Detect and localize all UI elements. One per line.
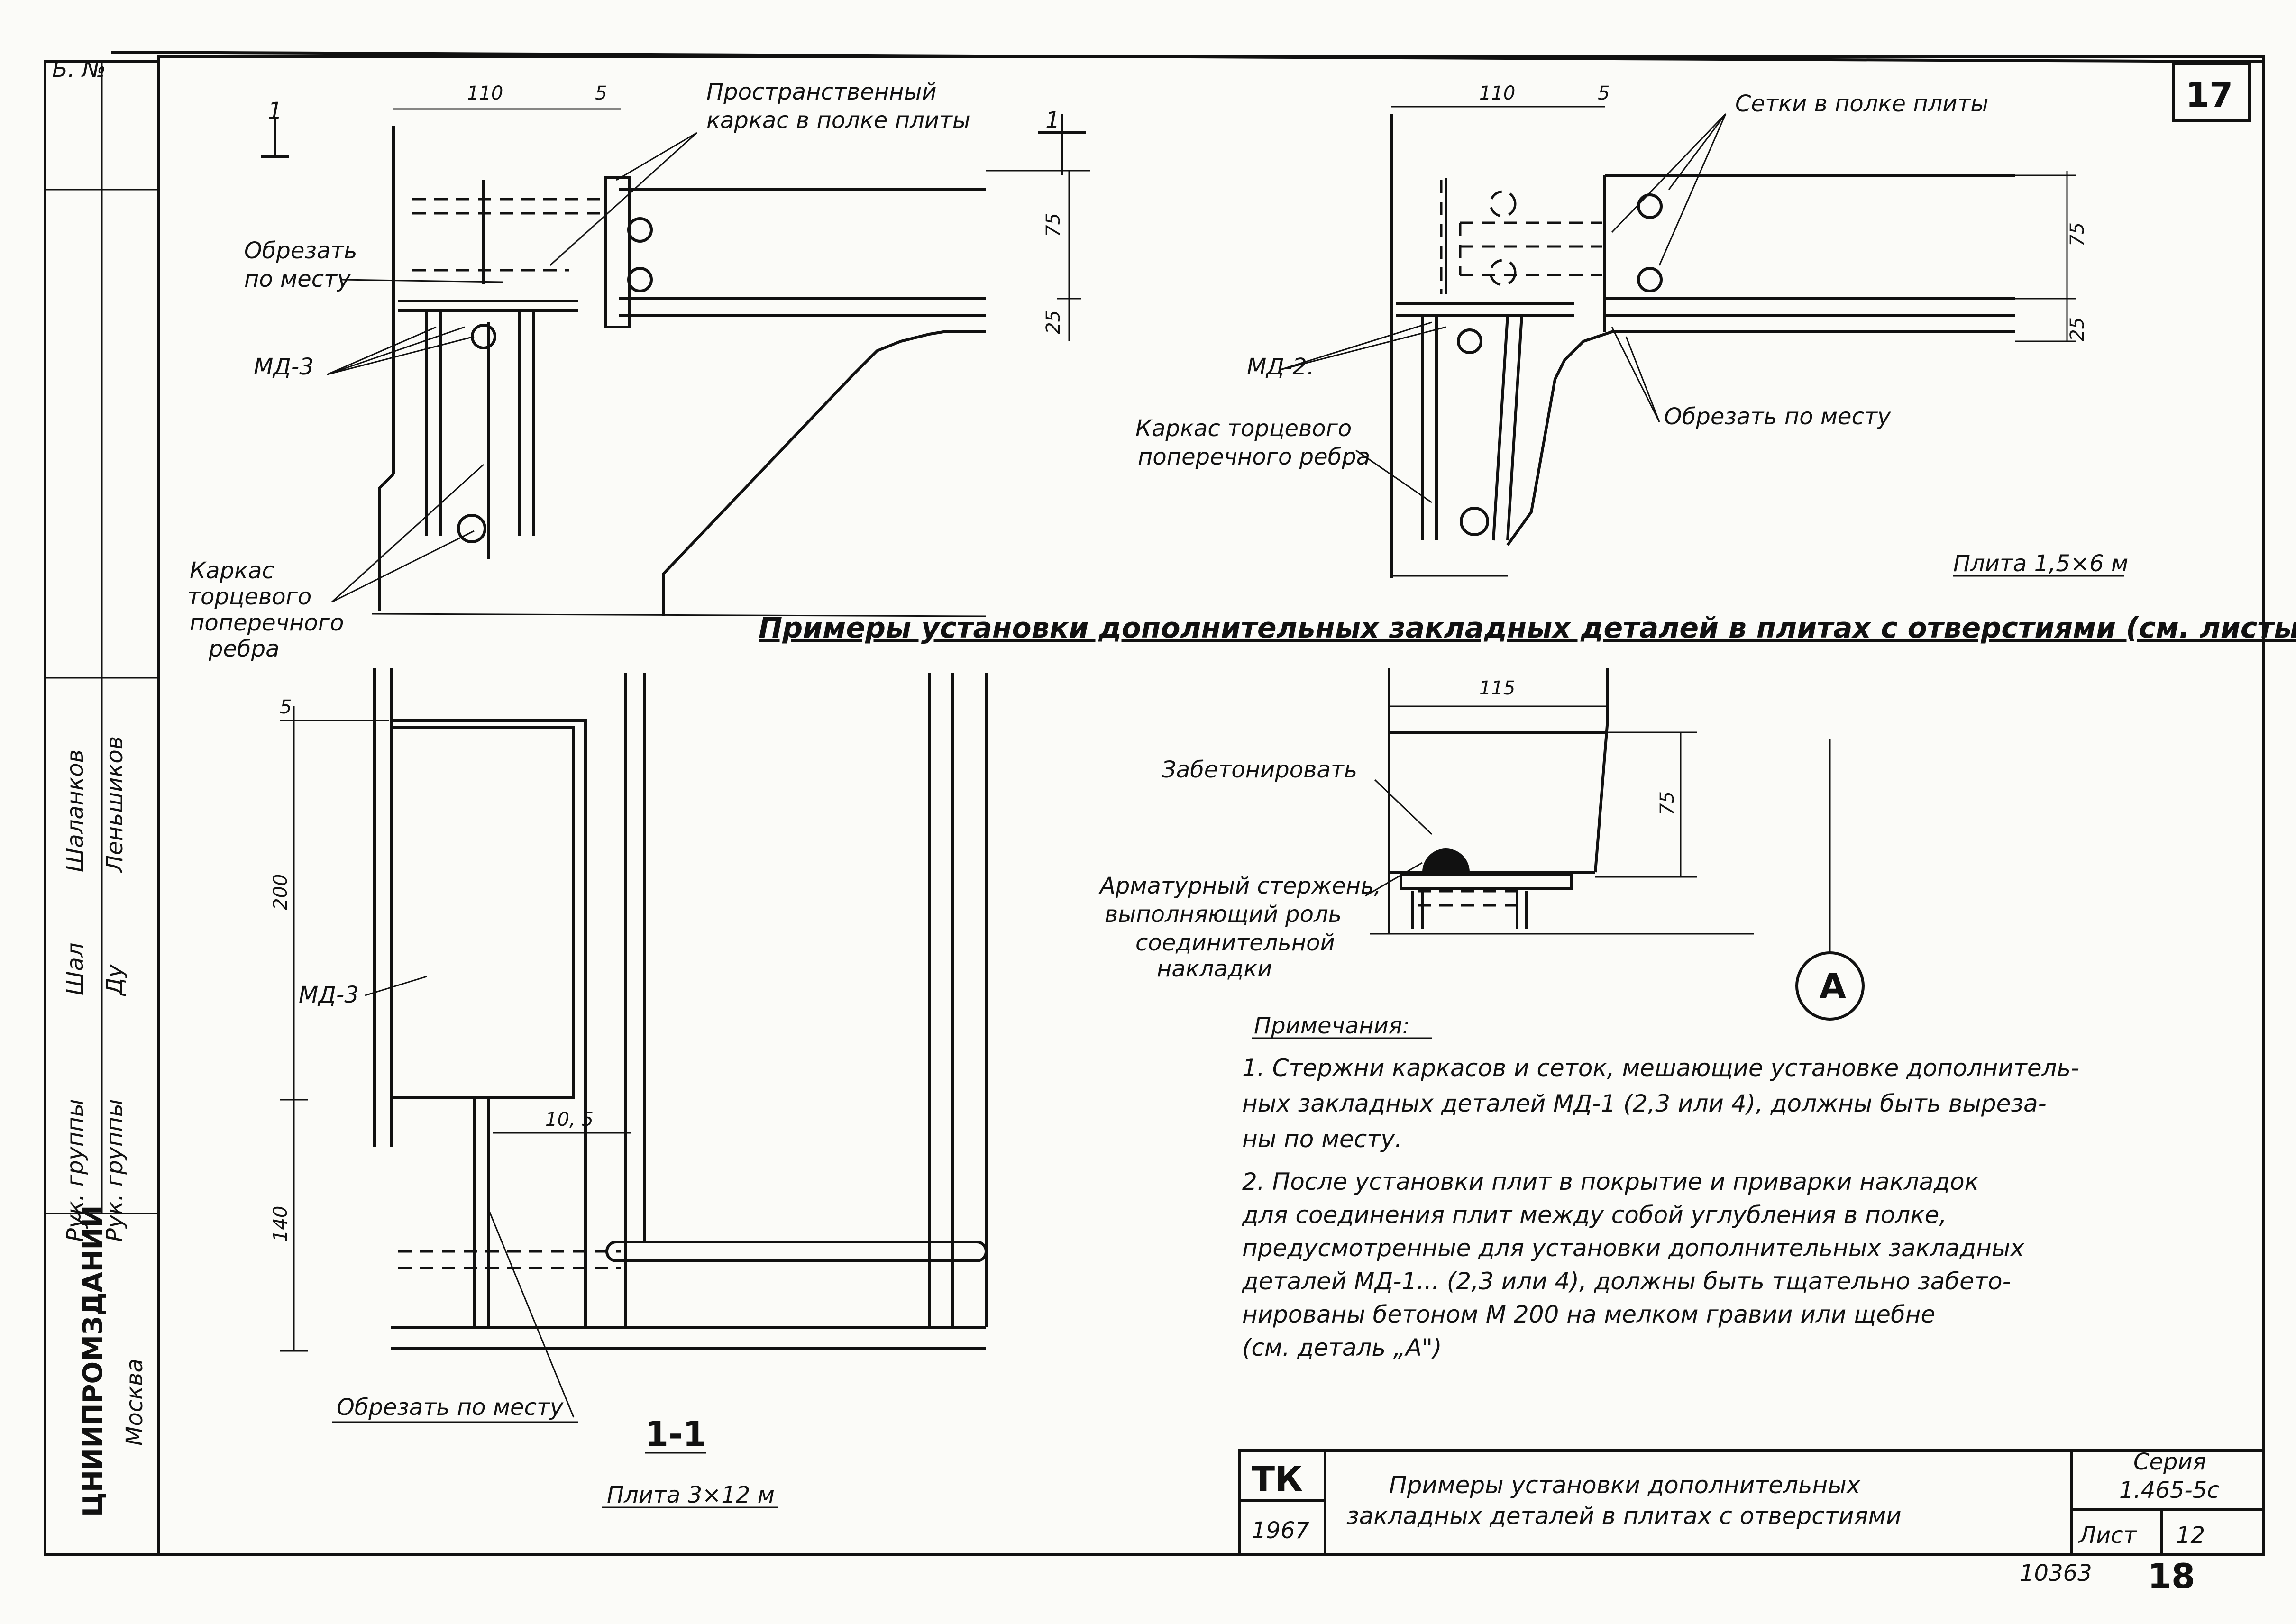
label-spatial-frame-line1: Пространственный	[706, 79, 937, 105]
signature-1: Шал	[62, 943, 89, 995]
sheet-label: Лист	[2078, 1522, 2138, 1549]
notes-heading: Примечания:	[1254, 1013, 1410, 1039]
label-md2: МД-2.	[1247, 354, 1314, 380]
note-2-line-4: деталей МД-1... (2,3 или 4), должны быть…	[1242, 1268, 2011, 1295]
title-block-line-1: Примеры установки дополнительных	[1389, 1471, 1861, 1499]
stamp-tk: ТК	[1252, 1459, 1303, 1499]
organization-name: ЦНИИПРОМЗДАНИЙ	[77, 1205, 109, 1517]
group-leader-label-2: Рук. группы	[101, 1099, 128, 1242]
note-2-line-2: для соединения плит между собой углублен…	[1242, 1201, 1947, 1229]
label-cut-in-place-2: по месту	[244, 266, 351, 292]
title-block	[1238, 1449, 2265, 1556]
drawing-main-title: Примеры установки дополнительных закладн…	[759, 611, 2296, 645]
page-number-box	[2172, 63, 2251, 122]
dim-75-left: 75	[1043, 213, 1064, 237]
page-number: 17	[2186, 75, 2233, 115]
label-cut-in-place-section: Обрезать по месту	[337, 1394, 564, 1421]
dim-200-section: 200	[270, 874, 292, 910]
section-title-1-1: 1-1	[645, 1414, 706, 1454]
note-2-line-5: нированы бетоном М 200 на мелком гравии …	[1242, 1301, 1935, 1328]
label-end-frame-4: ребра	[208, 636, 279, 662]
note-1-line-1: 1. Стержни каркасов и сеток, мешающие ус…	[1242, 1054, 2079, 1082]
label-end-frame-1: Каркас	[190, 557, 274, 584]
label-meshes-in-flange: Сетки в полке плиты	[1735, 91, 1988, 117]
dim-140-section: 140	[270, 1206, 292, 1242]
section-mark-left: 1	[268, 98, 283, 124]
label-md3-section: МД-3	[299, 982, 359, 1008]
dim-25-right: 25	[2067, 317, 2088, 341]
dim-25-left: 25	[1043, 310, 1064, 334]
sheet-number-label: Б. №	[52, 56, 106, 82]
note-2-line-3: предусмотренные для установки дополнител…	[1242, 1234, 2024, 1262]
detail-a	[1365, 668, 1865, 1021]
label-rebar-1: Арматурный стержень,	[1098, 873, 1381, 899]
label-concrete: Забетонировать	[1162, 757, 1357, 783]
label-spatial-frame-line2: каркас в полке плиты	[706, 107, 970, 134]
detail-a-marker: А	[1820, 966, 1846, 1006]
organization-city: Москва	[121, 1359, 148, 1446]
dim-110-right: 110	[1479, 82, 1515, 104]
signature-2: Ду	[101, 964, 128, 997]
label-md3-top: МД-3	[254, 354, 314, 380]
note-1-line-2: ных закладных деталей МД-1 (2,3 или 4), …	[1242, 1090, 2047, 1117]
dim-10-5-section: 10, 5	[545, 1109, 594, 1131]
frame-top-edge	[111, 51, 2264, 63]
note-2-line-6: (см. деталь „А")	[1242, 1334, 1442, 1361]
dim-75-right: 75	[2067, 222, 2088, 246]
label-slab-1-5x6: Плита 1,5×6 м	[1953, 550, 2128, 577]
label-cut-in-place-1: Обрезать	[244, 237, 357, 264]
label-end-transverse-rib-2: поперечного ребра	[1138, 444, 1370, 470]
section-mark-right: 1	[1045, 107, 1060, 134]
detail-top-left	[261, 108, 1090, 617]
rebar-bar-section	[1422, 848, 1470, 872]
label-end-frame-2: торцевого	[187, 584, 311, 610]
note-1-line-3: ны по месту.	[1242, 1125, 1402, 1153]
person-name-1: Шаланков	[62, 749, 89, 872]
series-label: Серия	[2133, 1449, 2206, 1475]
dim-5-section: 5	[280, 696, 292, 718]
dim-5-left: 5	[595, 82, 607, 104]
title-block-line-2: закладных деталей в плитах с отверстиями	[1346, 1502, 1902, 1530]
label-rebar-2: выполняющий роль	[1105, 901, 1342, 928]
label-slab-3x12: Плита 3×12 м	[607, 1482, 775, 1508]
archive-number: 10363	[2020, 1560, 2092, 1587]
archive-page: 18	[2148, 1556, 2195, 1596]
detail-top-right	[1280, 106, 2076, 578]
note-2-line-1: 2. После установки плит в покрытие и при…	[1242, 1168, 1979, 1195]
series-value: 1.465-5с	[2119, 1477, 2220, 1504]
label-end-transverse-rib-1: Каркас торцевого	[1135, 415, 1352, 442]
dim-110-left: 110	[467, 82, 503, 104]
label-cut-in-place-right: Обрезать по месту	[1664, 403, 1891, 430]
group-leader-label-1: Рук. группы	[62, 1099, 89, 1242]
label-rebar-4: накладки	[1157, 956, 1272, 982]
dim-5-right: 5	[1598, 82, 1610, 104]
sheet-value: 12	[2176, 1522, 2205, 1549]
section-1-1	[280, 668, 988, 1423]
stamp-year: 1967	[1252, 1517, 1310, 1544]
label-end-frame-3: поперечного	[190, 610, 344, 636]
label-rebar-3: соединительной	[1135, 930, 1335, 956]
dim-75-detail-a: 75	[1656, 791, 1678, 815]
dim-115: 115	[1479, 677, 1515, 699]
person-name-2: Леньшиков	[101, 736, 128, 873]
